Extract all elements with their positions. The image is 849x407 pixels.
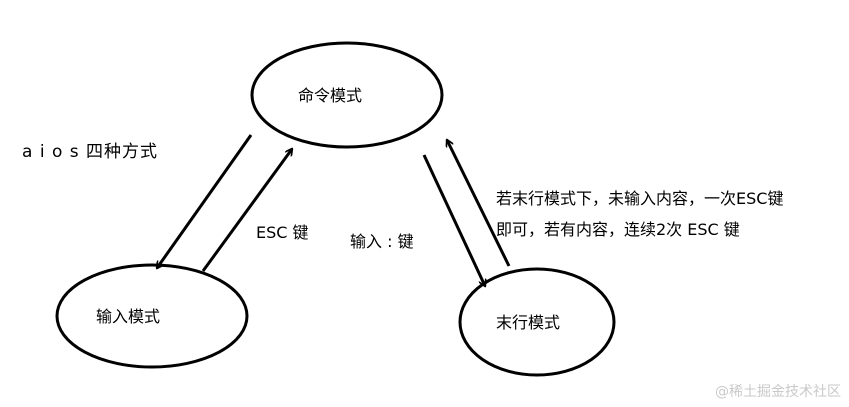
- colon-key-label: 输入 : 键: [350, 232, 414, 251]
- command-mode-label: 命令模式: [298, 86, 362, 105]
- esc-key-label: ESC 键: [256, 223, 309, 242]
- insert-mode-node: 输入模式: [55, 263, 249, 369]
- arrow-command-to-lastline: [422, 154, 485, 286]
- aios-label: a i o s 四种方式: [22, 142, 159, 162]
- command-mode-node: 命令模式: [250, 41, 444, 149]
- arrow-insert-to-command: [201, 149, 292, 272]
- last-line-mode-label: 末行模式: [496, 313, 560, 332]
- insert-mode-label: 输入模式: [96, 307, 160, 326]
- esc-note-line-1: 若末行模式下，未输入内容，一次ESC键: [496, 189, 784, 208]
- last-line-mode-node: 末行模式: [458, 267, 616, 377]
- arrow-lastline-to-command: [447, 140, 511, 267]
- watermark: @稀土掘金技术社区: [715, 384, 841, 400]
- esc-note-line-2: 即可，若有内容，连续2次 ESC 键: [496, 220, 740, 239]
- arrow-command-to-insert: [157, 134, 253, 268]
